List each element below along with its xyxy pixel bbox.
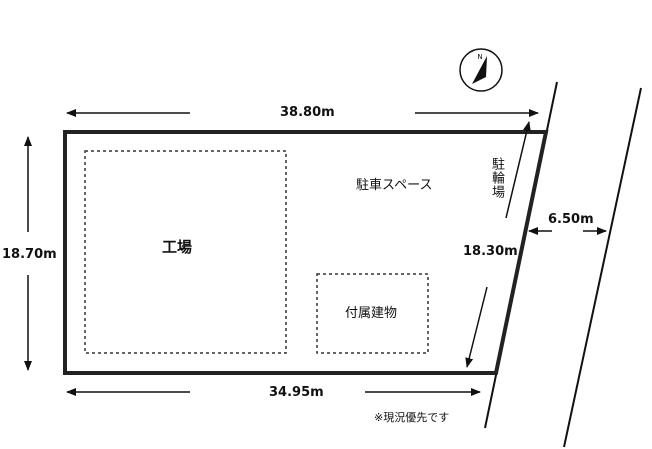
left-height-label: 18.70m [2, 247, 57, 262]
right-dimension-arrow-down [465, 286, 488, 368]
lot-boundary [63, 130, 549, 375]
bottom-width-label: 34.95m [269, 385, 324, 400]
bicycle-parking-label: 駐輪場 [489, 157, 504, 199]
note-text: ※現況優先です [374, 411, 450, 424]
road-edge-right [563, 87, 642, 448]
top-width-label: 38.80m [280, 105, 335, 120]
compass-icon [459, 48, 503, 92]
road-width-label: 6.50m [548, 212, 594, 227]
annex-outline [316, 273, 429, 354]
factory-label: 工場 [162, 238, 193, 256]
factory-outline [84, 150, 287, 354]
compass-north-label: N [477, 53, 482, 61]
annex-label: 付属建物 [345, 306, 398, 321]
parking-label: 駐車スペース [356, 178, 433, 193]
right-side-label: 18.30m [463, 244, 518, 259]
right-dimension-arrow-up [505, 121, 531, 219]
